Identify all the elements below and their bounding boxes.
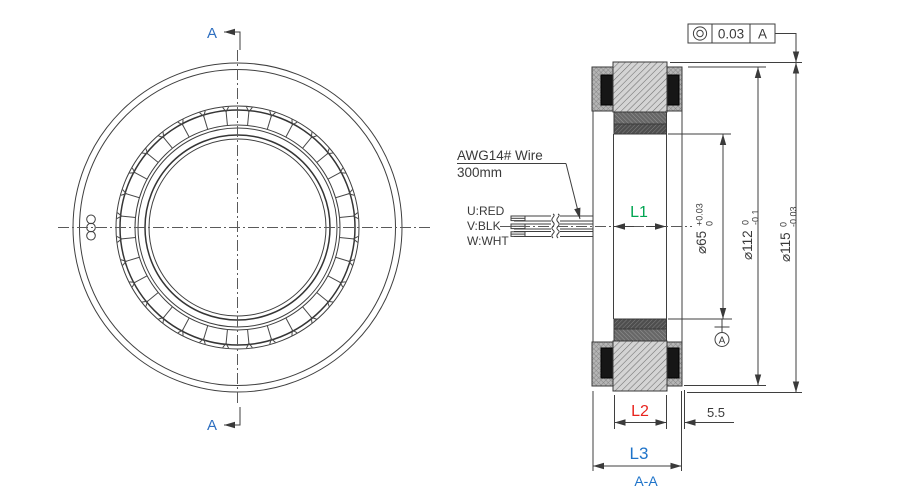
feature-control-frame: 0.03 A (687, 23, 800, 63)
top-ring-section (591, 61, 683, 135)
wire-callout-line2: 300mm (457, 165, 502, 180)
dim-inner-diameter: ⌀112 0 -0.1 (740, 209, 761, 260)
dim-outer-diameter: ⌀115 0 -0.03 (778, 206, 799, 262)
svg-text:-0.1: -0.1 (751, 209, 761, 225)
wire-callout: AWG14# Wire 300mm (457, 148, 581, 220)
fcf-datum: A (758, 27, 767, 42)
stator-teeth (116, 106, 359, 349)
section-marker-bottom-label: A (207, 417, 217, 434)
magnet-bottom-right (666, 347, 680, 379)
dim-l3-label: L3 (630, 444, 649, 463)
dim-l3: L3 (592, 391, 682, 471)
svg-text:⌀112: ⌀112 (740, 230, 755, 260)
magnet-top-right (666, 74, 680, 106)
svg-text:⌀115: ⌀115 (778, 232, 793, 262)
dim-offset: 5.5 (684, 390, 734, 429)
dim-bore-diameter: ⌀65 +0.03 0 (694, 203, 715, 254)
lead-u-label: U:RED (467, 204, 505, 218)
lead-w-label: W:WHT (467, 234, 509, 248)
fcf-leader (775, 33, 800, 63)
dim-offset-label: 5.5 (707, 405, 725, 420)
svg-text:-0.03: -0.03 (789, 206, 799, 227)
fcf-tolerance: 0.03 (718, 27, 744, 42)
front-view: A A (58, 25, 430, 434)
section-marker-top-label: A (207, 25, 217, 42)
datum-flag-label: A (719, 336, 726, 347)
magnet-bottom-left (600, 347, 614, 379)
section-arrow-bottom (224, 407, 241, 429)
magnet-top-left (600, 74, 614, 106)
bottom-ring-section (591, 318, 683, 392)
datum-flag: A (714, 319, 730, 347)
dia-dimensions: ⌀65 +0.03 0 ⌀112 0 -0.1 ⌀115 0 -0.03 (668, 62, 802, 393)
svg-text:⌀65: ⌀65 (694, 231, 709, 254)
svg-text:0: 0 (705, 221, 715, 226)
section-view-title: A-A (634, 473, 658, 489)
lead-v-label: V:BLK (467, 219, 501, 233)
dim-l1-label: L1 (630, 204, 648, 221)
svg-text:0: 0 (741, 220, 751, 225)
svg-text:0: 0 (779, 222, 789, 227)
dim-l2-label: L2 (631, 403, 649, 420)
wire-terminals (510, 215, 526, 237)
dim-l1: L1 (614, 204, 666, 230)
svg-text:+0.03: +0.03 (695, 203, 705, 226)
section-view: AWG14# Wire 300mm U:RED V:BLK W:WHT 0.03… (457, 23, 802, 489)
dim-l2: L2 (614, 395, 667, 429)
rotor-core-bottom (612, 340, 668, 392)
wire-lead-labels: U:RED V:BLK W:WHT (467, 204, 509, 248)
concentricity-icon (692, 26, 708, 41)
section-arrow-top (224, 28, 241, 50)
wire-callout-line1: AWG14# Wire (457, 148, 543, 163)
rotor-core-top (612, 61, 668, 113)
